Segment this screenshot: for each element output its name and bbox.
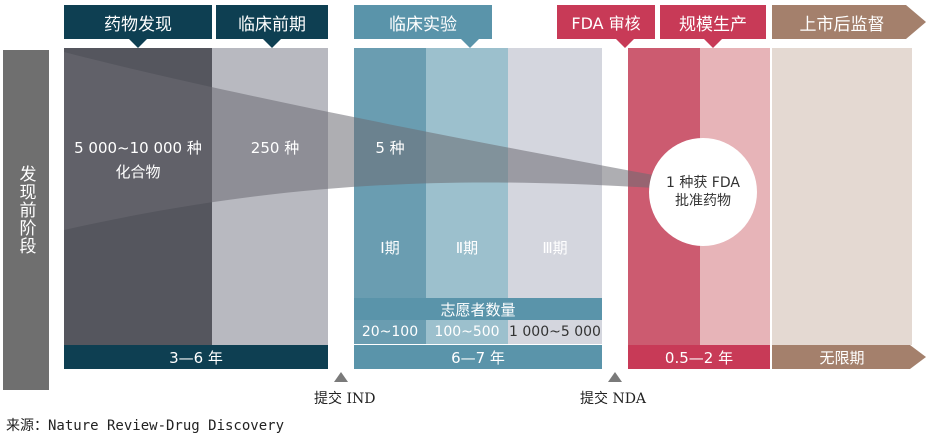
stage-header-preclinical: 临床前期	[216, 5, 328, 39]
pre-discovery-label: 发现前阶段	[15, 165, 36, 255]
approved-drug-circle: 1 种获 FDA 批准药物	[649, 138, 757, 246]
phase-3-label: Ⅲ期	[542, 239, 568, 257]
header-pointer-icon	[615, 38, 635, 48]
header-pointer-icon	[128, 38, 148, 48]
volunteers-count-phase3: 1 000~5 000	[508, 320, 602, 344]
header-pointer-icon	[262, 38, 282, 48]
approved-drug-label: 1 种获 FDA 批准药物	[666, 175, 740, 209]
volunteers-count-phase2: 100~500	[426, 320, 508, 344]
volunteers-title: 志愿者数量	[354, 298, 602, 320]
volunteers-count-phase1: 20~100	[354, 320, 426, 344]
phase-1-label: Ⅰ期	[380, 239, 400, 257]
nda-milestone-label: 提交 NDA	[580, 391, 647, 407]
ind-milestone-marker	[334, 372, 348, 382]
duration-bar-fda: 0.5—2 年	[628, 345, 770, 369]
compound-count-preclinical: 250 种	[250, 139, 300, 157]
stage-header-discovery: 药物发现	[64, 5, 212, 39]
duration-bar-clinical: 6—7 年	[354, 345, 602, 369]
nda-milestone-marker	[608, 372, 622, 382]
duration-bar-discovery: 3—6 年	[64, 345, 328, 369]
postmarket-column	[772, 48, 912, 345]
duration-label-postmarket: 无限期	[819, 348, 865, 367]
stage-header-fda: FDA 审核	[557, 5, 655, 39]
compound-count-discovery: 5 000~10 000 种 化合物	[74, 139, 202, 181]
stage-header-production: 规模生产	[660, 5, 766, 39]
stage-header-postmarket	[772, 5, 926, 39]
phase-2-label: Ⅱ期	[455, 239, 479, 257]
compound-count-clinical: 5 种	[375, 139, 405, 157]
header-pointer-icon	[703, 38, 723, 48]
duration-bar-postmarket	[772, 345, 926, 369]
source-caption: 来源：Nature Review-Drug Discovery	[6, 418, 285, 434]
header-pointer-icon	[460, 38, 480, 48]
pre-discovery-bar: 发现前阶段	[3, 50, 49, 390]
stage-header-postmarket-label: 上市后监督	[799, 14, 885, 35]
stage-header-clinical: 临床实验	[354, 5, 492, 39]
ind-milestone-label: 提交 IND	[314, 391, 376, 407]
